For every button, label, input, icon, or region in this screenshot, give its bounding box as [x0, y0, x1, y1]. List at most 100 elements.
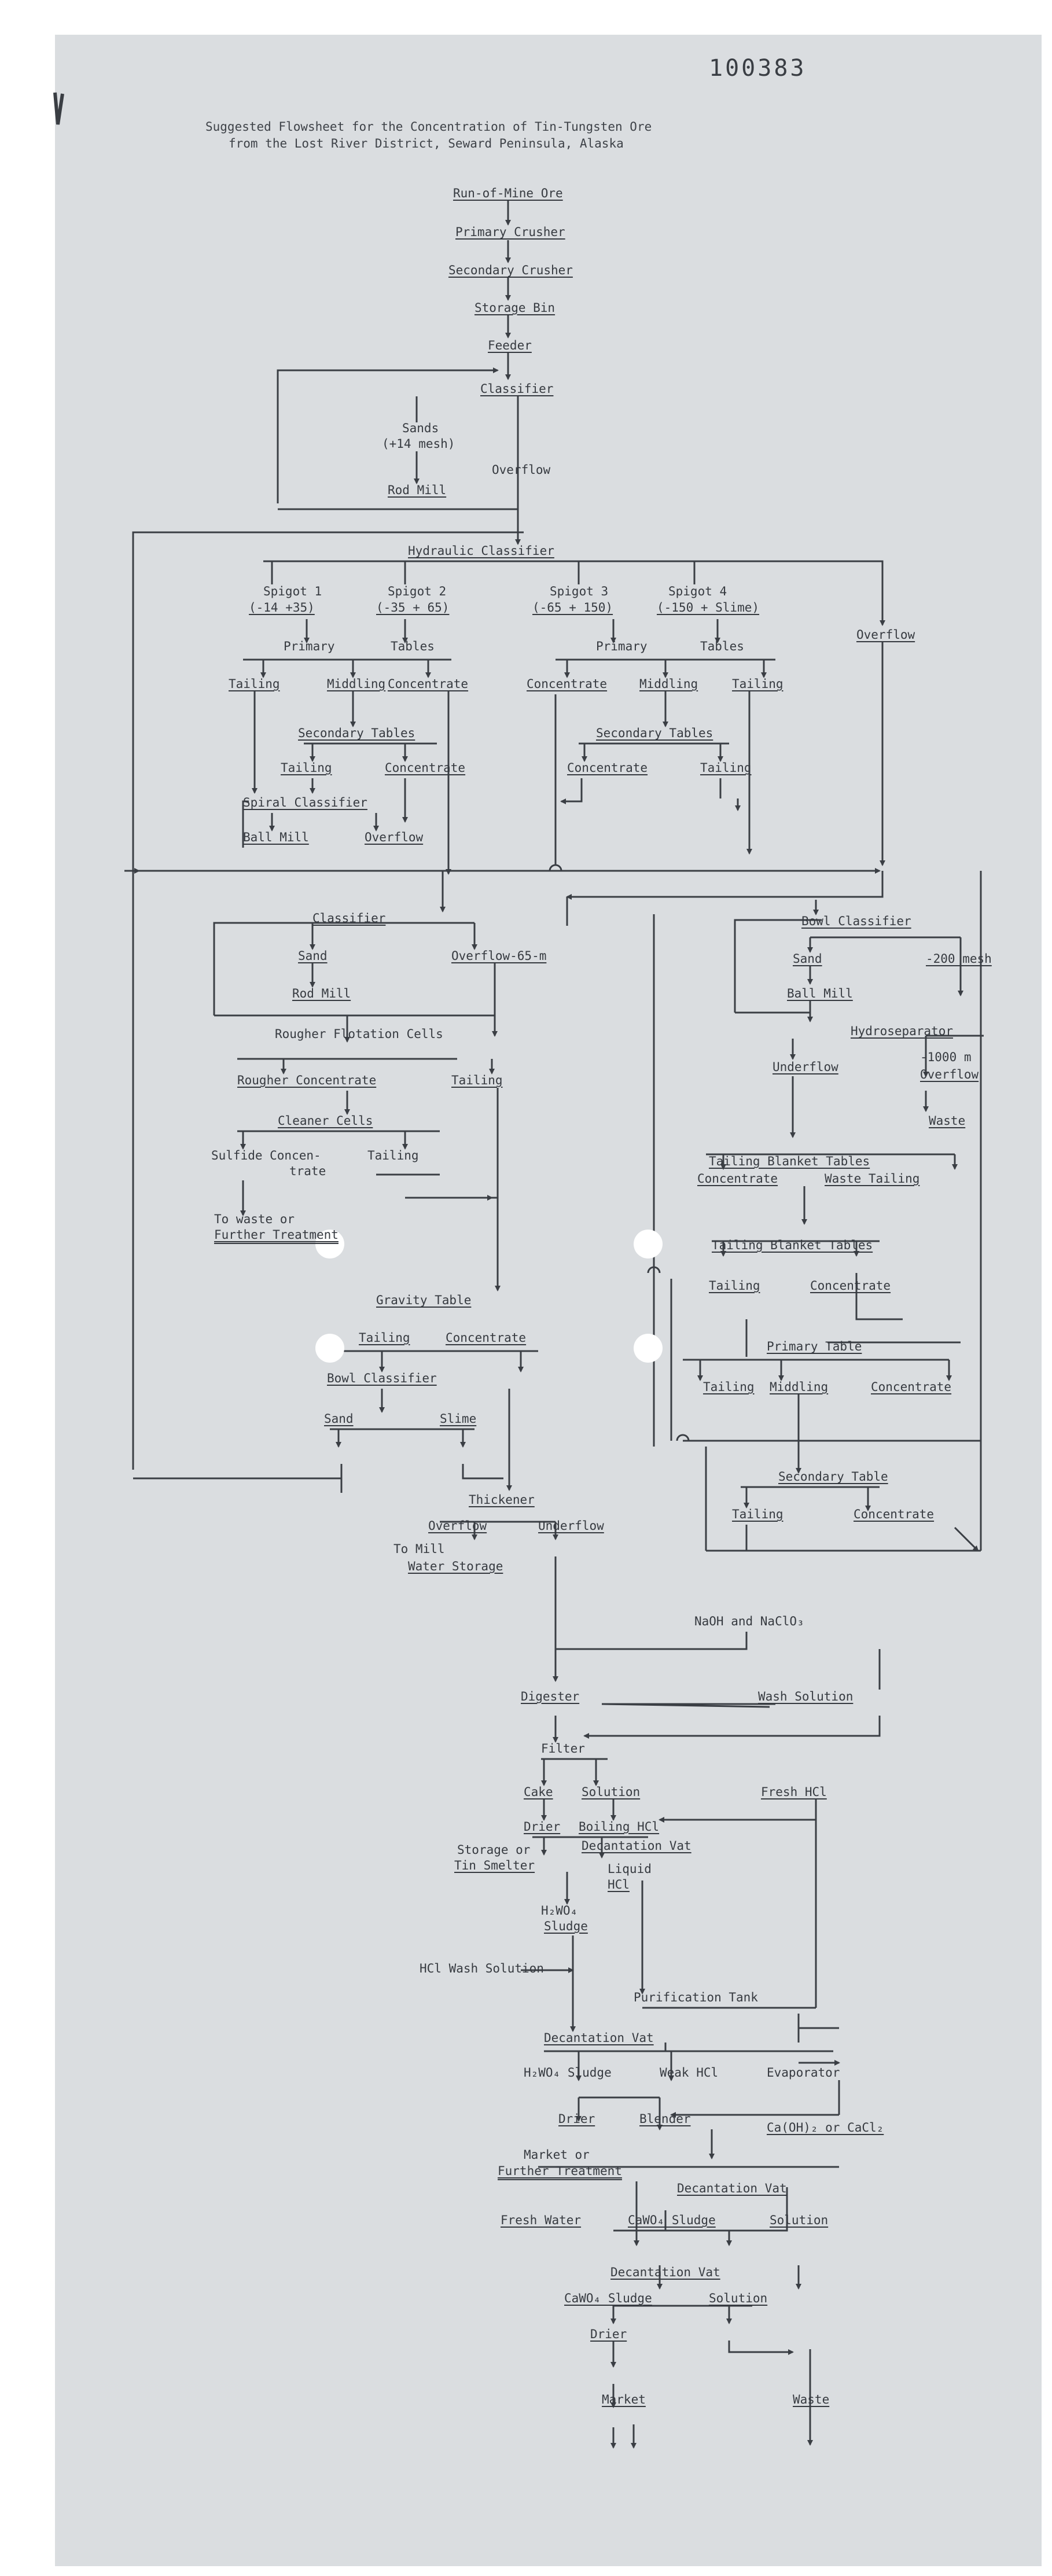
node-to-mill: To Mill: [393, 1542, 445, 1556]
node-evaporator: Evaporator: [767, 2066, 840, 2080]
node-secondary-tables-left: Secondary Tables: [298, 726, 415, 740]
node-overflow-hc: Overflow: [856, 628, 915, 642]
node-blender: Blender: [639, 2112, 691, 2126]
node-hydroseparator: Hydroseparator: [851, 1024, 954, 1038]
node-cawo4-sludge: CaWO₄ Sludge: [628, 2213, 716, 2227]
node-tables-right: Tables: [700, 639, 744, 653]
node-hydraulic-classifier: Hydraulic Classifier: [408, 544, 554, 558]
node-spigot-2: Spigot 2: [388, 584, 447, 598]
node-concentrate-pt: Concentrate: [871, 1380, 952, 1394]
node-tailing-blanket-2: Tailing Blanket Tables: [712, 1238, 873, 1252]
node-digester: Digester: [521, 1690, 580, 1703]
node-tailing-l1: Tailing: [229, 677, 280, 691]
node-drier-2: Drier: [558, 2112, 595, 2126]
node-solution-dv4: Solution: [709, 2291, 768, 2305]
node-run-of-mine: Run-of-Mine Ore: [453, 186, 563, 200]
node-rod-mill-1: Rod Mill: [388, 483, 447, 497]
node-overflow-2: Overflow: [365, 830, 424, 844]
node-further-treatment-2: Further Treatment: [498, 2164, 622, 2178]
node-1000-mesh: -1000 m: [920, 1050, 972, 1064]
node-concentrate-tb2: Concentrate: [810, 1279, 891, 1293]
node-decantation-vat-1: Decantation Vat: [582, 1839, 691, 1853]
node-sulfide-conc: Sulfide Concen-: [211, 1149, 321, 1162]
node-spiral-classifier: Spiral Classifier: [243, 796, 367, 809]
node-tailing-cleaner: Tailing: [367, 1149, 419, 1162]
hc-to-overflow: [816, 560, 885, 626]
node-underflow-th: Underflow: [538, 1519, 604, 1533]
node-waste-end: Waste: [793, 2393, 830, 2406]
node-classifier-2: Classifier: [312, 911, 386, 925]
node-purification-tank: Purification Tank: [634, 1990, 758, 2004]
punch-hole: [315, 1230, 344, 1258]
node-fresh-hcl: Fresh HCl: [761, 1785, 827, 1799]
node-tailing-rougher: Tailing: [451, 1073, 503, 1087]
node-waste-tailing: Waste Tailing: [825, 1172, 920, 1186]
node-overflow-65m: Overflow-65-m: [451, 949, 547, 963]
corner-mark: [53, 92, 64, 125]
punch-hole: [634, 1334, 663, 1363]
node-solution-dv3: Solution: [770, 2213, 829, 2227]
node-middling-l1: Middling: [327, 677, 386, 691]
node-weak-hcl: Weak HCl: [660, 2066, 719, 2080]
node-concentrate-r2: Concentrate: [567, 761, 648, 775]
node-tailing-r1: Tailing: [732, 677, 784, 691]
node-middling-pt: Middling: [770, 1380, 829, 1394]
node-spigot-3-size: (-65 + 150): [532, 601, 613, 614]
big-left-loop: [132, 531, 524, 1470]
node-feeder: Feeder: [488, 338, 532, 352]
node-decantation-vat-3: Decantation Vat: [677, 2181, 787, 2195]
node-secondary-table-r: Secondary Table: [778, 1470, 888, 1484]
node-decantation-vat-4: Decantation Vat: [610, 2265, 720, 2279]
node-tailing-gt: Tailing: [359, 1331, 410, 1345]
node-further-treatment-1: Further Treatment: [214, 1228, 339, 1242]
node-primary-left: Primary: [284, 639, 335, 653]
node-market: Market: [602, 2393, 646, 2406]
node-boiling-hcl: Boiling HCl: [579, 1820, 660, 1834]
node-sand-bc: Sand: [793, 952, 822, 966]
node-middling-r1: Middling: [639, 677, 698, 691]
node-cleaner-cells: Cleaner Cells: [278, 1114, 373, 1128]
node-rougher-cells: Rougher Flotation Cells: [275, 1027, 443, 1041]
bowl-loop: [734, 919, 822, 1013]
node-sulfide-conc-2: trate: [289, 1164, 326, 1178]
node-liquid: Liquid: [608, 1862, 652, 1876]
node-solution-f: Solution: [582, 1785, 641, 1799]
node-ball-mill-1: Ball Mill: [243, 830, 309, 844]
node-bowl-classifier-2: Bowl Classifier: [327, 1371, 437, 1385]
node-cake: Cake: [524, 1785, 553, 1799]
node-tin-smelter: Tin Smelter: [454, 1859, 535, 1872]
node-waste-hs: Waste: [929, 1114, 966, 1128]
node-spigot-3: Spigot 3: [550, 584, 609, 598]
node-sands-mesh: (+14 mesh): [382, 437, 455, 451]
document-number: 100383: [709, 55, 807, 82]
node-primary-table-r: Primary Table: [767, 1339, 862, 1353]
node-bowl-classifier-1: Bowl Classifier: [801, 914, 911, 928]
node-tailing-l2: Tailing: [281, 761, 332, 775]
node-tailing-pt: Tailing: [703, 1380, 755, 1394]
node-water-storage: Water Storage: [408, 1559, 503, 1573]
node-slime-bc2: Slime: [440, 1412, 477, 1426]
node-tailing-st: Tailing: [732, 1507, 784, 1521]
node-concentrate-l1: Concentrate: [388, 677, 469, 691]
document-sheet: [55, 35, 1042, 2566]
node-spigot-1: Spigot 1: [263, 584, 322, 598]
node-overflow-1: Overflow: [492, 463, 551, 477]
node-primary-right: Primary: [596, 639, 648, 653]
spiral-loop: [242, 800, 249, 848]
node-spigot-1-size: (-14 +35): [249, 601, 315, 614]
node-rod-mill-2: Rod Mill: [292, 987, 351, 1000]
node-thickener: Thickener: [469, 1493, 535, 1507]
node-underflow-hs: Underflow: [773, 1060, 838, 1074]
flowsheet-title: Suggested Flowsheet for the Concentratio…: [205, 119, 871, 152]
node-overflow-hs: Overflow: [920, 1068, 979, 1081]
punch-hole: [315, 1334, 344, 1363]
node-drier-3: Drier: [590, 2327, 627, 2341]
node-tables-left: Tables: [391, 639, 435, 653]
classifier2-loop: [213, 922, 359, 1015]
node-spigot-2-size: (-35 + 65): [376, 601, 450, 614]
node-cawo4-sludge-2: CaWO₄ Sludge: [564, 2291, 652, 2305]
node-concentrate-l2: Concentrate: [385, 761, 466, 775]
node-secondary-crusher: Secondary Crusher: [448, 263, 573, 277]
node-sand-bc2: Sand: [324, 1412, 354, 1426]
node-storage-or: Storage or: [457, 1843, 531, 1857]
